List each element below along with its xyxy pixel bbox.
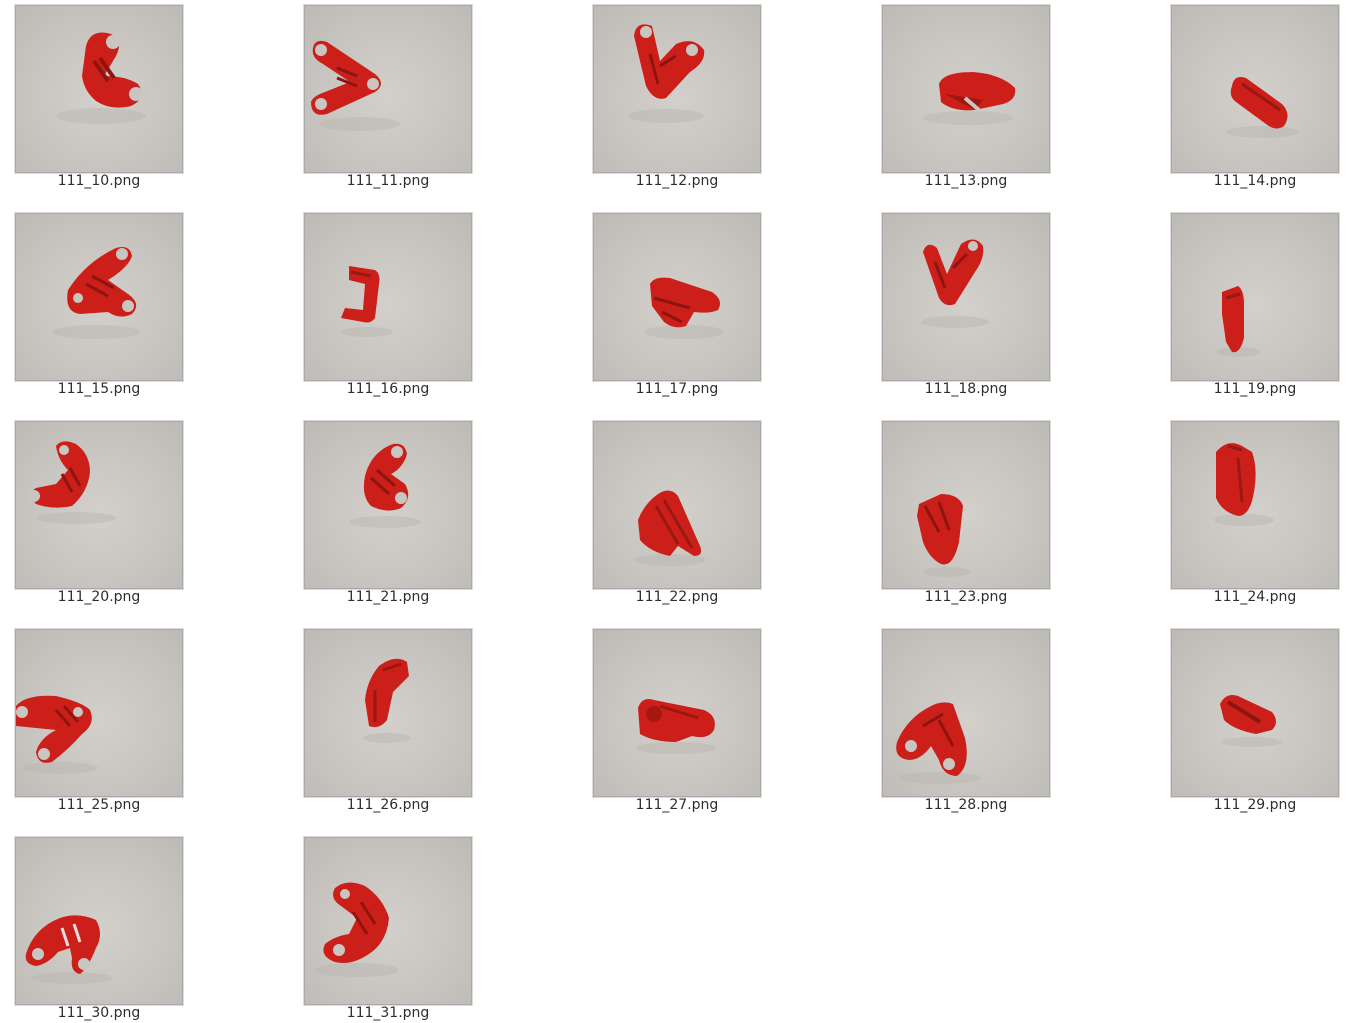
- file-name-label: 111_14.png: [1213, 173, 1297, 189]
- image-thumbnail[interactable]: [15, 421, 183, 589]
- file-name-label: 111_12.png: [635, 173, 719, 189]
- file-name-label: 111_31.png: [346, 1005, 430, 1021]
- image-thumbnail[interactable]: [304, 5, 472, 173]
- file-item[interactable]: 111_12.png: [579, 1, 775, 201]
- file-item[interactable]: 111_11.png: [290, 1, 486, 201]
- file-item[interactable]: 111_15.png: [1, 209, 197, 409]
- red-bracket-part-icon: [1226, 77, 1298, 138]
- file-name-label: 111_29.png: [1213, 797, 1297, 813]
- red-bracket-part-icon: [349, 443, 421, 528]
- file-item[interactable]: 111_22.png: [579, 417, 775, 617]
- red-bracket-part-icon: [16, 695, 98, 774]
- image-thumbnail[interactable]: [1171, 421, 1339, 589]
- red-bracket-part-icon: [636, 699, 716, 754]
- red-bracket-part-icon: [896, 702, 981, 784]
- image-thumbnail[interactable]: [15, 213, 183, 381]
- red-bracket-part-icon: [921, 239, 989, 328]
- file-name-label: 111_25.png: [57, 797, 141, 813]
- file-name-label: 111_16.png: [346, 381, 430, 397]
- image-thumbnail[interactable]: [1171, 629, 1339, 797]
- file-name-label: 111_18.png: [924, 381, 1008, 397]
- file-item[interactable]: 111_27.png: [579, 625, 775, 825]
- file-name-label: 111_28.png: [924, 797, 1008, 813]
- image-thumbnail[interactable]: [593, 5, 761, 173]
- image-thumbnail[interactable]: [1171, 213, 1339, 381]
- red-bracket-part-icon: [1216, 286, 1260, 357]
- file-name-label: 111_26.png: [346, 797, 430, 813]
- file-item[interactable]: 111_23.png: [868, 417, 1064, 617]
- red-bracket-part-icon: [25, 915, 112, 984]
- file-name-label: 111_19.png: [1213, 381, 1297, 397]
- image-thumbnail[interactable]: [593, 213, 761, 381]
- file-item[interactable]: 111_29.png: [1157, 625, 1353, 825]
- image-thumbnail[interactable]: [15, 5, 183, 173]
- red-bracket-part-icon: [56, 32, 146, 124]
- file-item[interactable]: 111_18.png: [868, 209, 1064, 409]
- file-name-label: 111_22.png: [635, 589, 719, 605]
- file-name-label: 111_11.png: [346, 173, 430, 189]
- image-thumbnail[interactable]: [15, 629, 183, 797]
- file-item[interactable]: 111_24.png: [1157, 417, 1353, 617]
- red-bracket-part-icon: [315, 882, 399, 977]
- red-bracket-part-icon: [311, 40, 400, 131]
- file-name-label: 111_30.png: [57, 1005, 141, 1021]
- image-thumbnail[interactable]: [882, 5, 1050, 173]
- file-item[interactable]: 111_31.png: [290, 833, 486, 1023]
- image-thumbnail[interactable]: [882, 421, 1050, 589]
- red-bracket-part-icon: [917, 494, 971, 577]
- file-item[interactable]: 111_13.png: [868, 1, 1064, 201]
- file-name-label: 111_10.png: [57, 173, 141, 189]
- image-thumbnail[interactable]: [593, 421, 761, 589]
- red-bracket-part-icon: [363, 658, 411, 743]
- red-bracket-part-icon: [628, 24, 705, 123]
- image-thumbnail[interactable]: [593, 629, 761, 797]
- file-item[interactable]: 111_17.png: [579, 209, 775, 409]
- image-thumbnail[interactable]: [304, 421, 472, 589]
- file-item[interactable]: 111_28.png: [868, 625, 1064, 825]
- red-bracket-part-icon: [634, 490, 706, 566]
- file-name-label: 111_17.png: [635, 381, 719, 397]
- file-item[interactable]: 111_14.png: [1157, 1, 1353, 201]
- image-thumbnail[interactable]: [304, 837, 472, 1005]
- image-thumbnail[interactable]: [1171, 5, 1339, 173]
- file-item[interactable]: 111_30.png: [1, 833, 197, 1023]
- file-name-label: 111_24.png: [1213, 589, 1297, 605]
- file-item[interactable]: 111_10.png: [1, 1, 197, 201]
- red-bracket-part-icon: [341, 266, 393, 337]
- file-name-label: 111_13.png: [924, 173, 1008, 189]
- file-item[interactable]: 111_16.png: [290, 209, 486, 409]
- file-item[interactable]: 111_21.png: [290, 417, 486, 617]
- red-bracket-part-icon: [52, 247, 140, 339]
- image-thumbnail[interactable]: [304, 213, 472, 381]
- image-thumbnail[interactable]: [304, 629, 472, 797]
- file-item[interactable]: 111_26.png: [290, 625, 486, 825]
- file-item[interactable]: 111_19.png: [1157, 209, 1353, 409]
- file-item[interactable]: 111_20.png: [1, 417, 197, 617]
- file-name-label: 111_21.png: [346, 589, 430, 605]
- image-thumbnail[interactable]: [882, 629, 1050, 797]
- image-thumbnail[interactable]: [882, 213, 1050, 381]
- red-bracket-part-icon: [1214, 443, 1274, 526]
- red-bracket-part-icon: [28, 441, 116, 524]
- file-name-label: 111_15.png: [57, 381, 141, 397]
- image-thumbnail[interactable]: [15, 837, 183, 1005]
- file-name-label: 111_27.png: [635, 797, 719, 813]
- red-bracket-part-icon: [644, 277, 724, 339]
- file-item[interactable]: 111_25.png: [1, 625, 197, 825]
- red-bracket-part-icon: [923, 72, 1016, 125]
- file-name-label: 111_20.png: [57, 589, 141, 605]
- file-name-label: 111_23.png: [924, 589, 1008, 605]
- red-bracket-part-icon: [1220, 695, 1282, 747]
